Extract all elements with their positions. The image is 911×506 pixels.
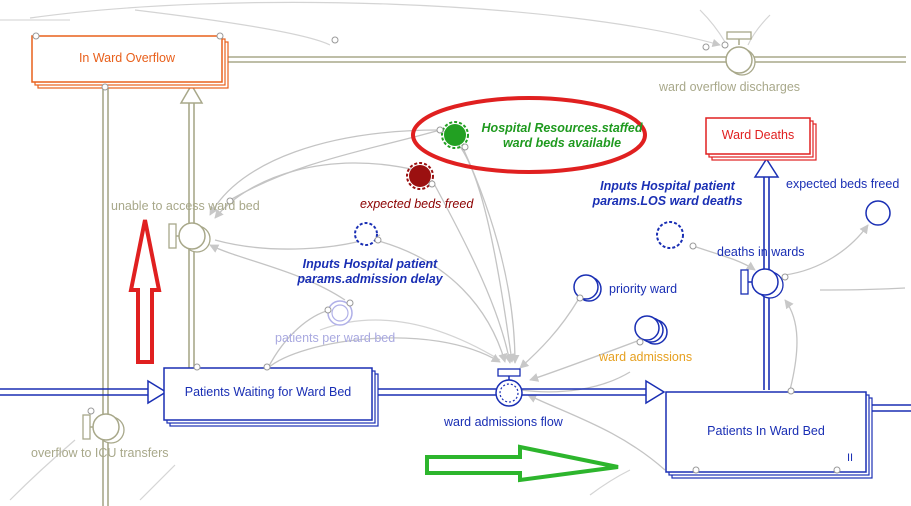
pause-glyph: II (847, 452, 854, 464)
stock-ward-deaths-box[interactable] (705, 117, 817, 161)
var-ward-admissions-label: ward admissions (599, 350, 693, 364)
valve-deaths-in-wards[interactable] (740, 268, 784, 299)
valve-ward-overflow-discharges[interactable] (725, 31, 756, 76)
var-inputs-admission-delay-label: Inputs Hospital patient params.admission… (297, 257, 443, 286)
background-links (9, 1, 771, 501)
blue-pipes (0, 157, 911, 412)
green-right-arrow (425, 444, 619, 483)
var-patients-per-ward-bed-node[interactable] (327, 300, 353, 326)
flow-unable-to-access-label: unable to access ward bed (111, 199, 260, 213)
stock-patients-in-ward-bed: Patients In Ward Bed (707, 424, 825, 438)
flow-ward-overflow-discharges-label: ward overflow discharges (659, 80, 801, 94)
stock-ward-deaths: Ward Deaths (721, 128, 795, 142)
flow-deaths-in-wards-label: deaths in wards (717, 245, 805, 259)
var-patients-per-ward-bed-label: patients per ward bed (275, 331, 396, 345)
stock-patients-in-ward-bed-box[interactable] (665, 391, 873, 479)
valve-ward-admissions-flow[interactable] (495, 368, 523, 407)
stock-patients-waiting: Patients Waiting for Ward Bed (184, 385, 352, 399)
var-priority-ward-label: priority ward (609, 282, 678, 296)
flow-overflow-to-icu-label: overflow to ICU transfers (31, 446, 169, 460)
valve-overflow-to-icu[interactable] (82, 413, 125, 444)
stock-patients-waiting-box[interactable] (163, 367, 379, 427)
connector-dots (32, 32, 841, 474)
var-ward-admissions-node[interactable] (634, 315, 668, 345)
var-inputs-los-deaths-node[interactable] (656, 221, 684, 249)
red-up-arrow (128, 219, 162, 364)
var-expected-beds-freed-blue-node[interactable] (865, 200, 891, 226)
stock-in-ward-overflow: In Ward Overflow (78, 51, 176, 65)
var-hospital-resources-node[interactable] (441, 121, 469, 149)
var-inputs-los-deaths-label: Inputs Hospital patient params.LOS ward … (592, 179, 743, 208)
valve-unable-to-access[interactable] (168, 222, 211, 253)
var-inputs-admission-delay-node[interactable] (354, 222, 378, 246)
var-expected-beds-freed-blue-label: expected beds freed (786, 177, 900, 191)
var-expected-beds-freed-red-label: expected beds freed (360, 197, 474, 211)
causal-links (209, 129, 906, 471)
var-hospital-resources-label: Hospital Resources.staffed ward beds ava… (481, 121, 643, 150)
var-expected-beds-freed-red-node[interactable] (406, 162, 434, 190)
highlight-ellipse (411, 96, 647, 174)
stock-in-ward-overflow-box[interactable] (31, 35, 229, 89)
var-priority-ward-node[interactable] (573, 274, 602, 302)
flow-ward-admissions-label: ward admissions flow (444, 415, 563, 429)
